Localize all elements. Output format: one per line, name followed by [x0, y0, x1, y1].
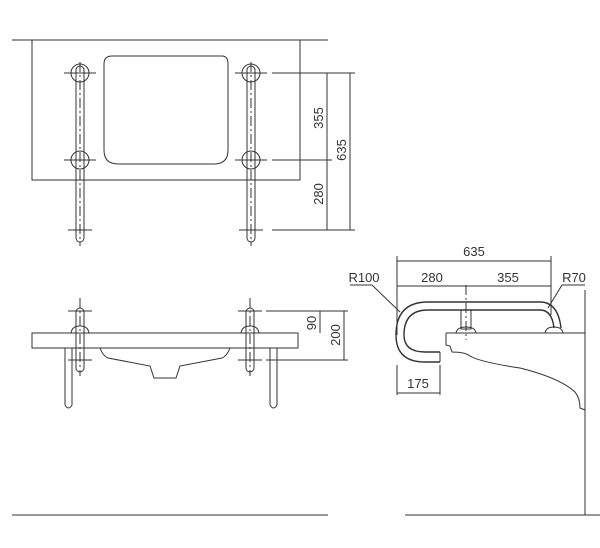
- dim-635-label: 635: [334, 139, 349, 161]
- dim-175-label: 175: [407, 376, 429, 391]
- top-view: 355 280 635: [12, 39, 355, 246]
- counter-slab: [31, 332, 299, 349]
- basin-outline: [103, 55, 229, 165]
- dim-280-label: 280: [311, 183, 326, 205]
- dim-355-label: 355: [311, 107, 326, 129]
- left-rail-front: [68, 298, 92, 376]
- side-view: 635 280 355 175 R100 R70: [348, 244, 586, 515]
- left-leg: [64, 348, 73, 409]
- radius-r100-label: R100: [348, 270, 379, 285]
- right-leg: [269, 348, 278, 409]
- dim-280-label: 280: [421, 270, 443, 285]
- front-dimensions: [266, 310, 348, 361]
- right-grab-bar: [235, 62, 267, 246]
- basin-profile: [99, 347, 231, 379]
- basin-side-profile: [445, 333, 586, 411]
- counter-outline: [31, 39, 301, 181]
- top-dimensions: [272, 72, 355, 231]
- end-flange: [544, 326, 564, 334]
- dim-355-label: 355: [497, 270, 519, 285]
- side-rail-inner: [403, 309, 555, 353]
- side-dimensions: [350, 256, 585, 395]
- side-rail-outer: [395, 301, 562, 363]
- dim-635-label: 635: [463, 244, 485, 259]
- dim-90-label: 90: [304, 316, 319, 330]
- radius-r70-label: R70: [562, 270, 586, 285]
- dim-200-label: 200: [328, 324, 343, 346]
- right-rail-front: [238, 298, 262, 376]
- front-view: 90 200: [31, 298, 348, 409]
- left-grab-bar: [64, 62, 96, 246]
